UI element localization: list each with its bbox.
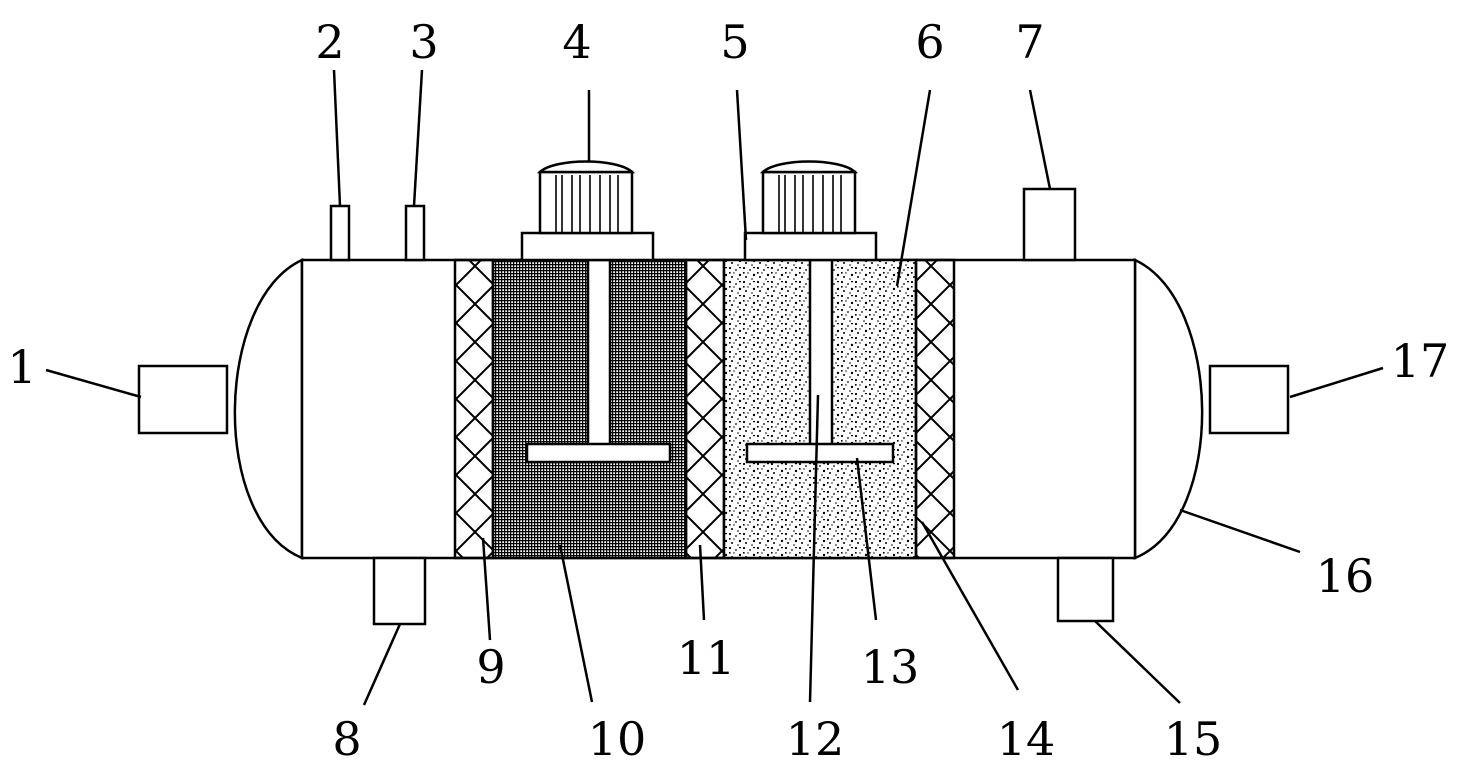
callout-6: 6 xyxy=(915,15,944,69)
callout-4: 4 xyxy=(562,15,591,69)
callout-1: 1 xyxy=(7,340,36,394)
callout-10: 10 xyxy=(588,712,647,766)
callout-2: 2 xyxy=(315,15,344,69)
top-nozzle-a xyxy=(329,204,351,262)
partition-plate-right xyxy=(914,258,956,560)
partition-plate-left xyxy=(453,258,495,560)
right-end-cap xyxy=(1133,258,1204,560)
leader-lines xyxy=(45,69,1384,706)
stirring-shaft xyxy=(808,258,834,464)
callout-7: 7 xyxy=(1015,15,1044,69)
callout-8: 8 xyxy=(332,712,361,766)
motor-right xyxy=(743,160,878,262)
callout-13: 13 xyxy=(861,640,920,694)
motor-left xyxy=(520,160,655,262)
callout-5: 5 xyxy=(720,15,749,69)
callout-12: 12 xyxy=(786,712,845,766)
bottom-drain-right xyxy=(1056,556,1115,623)
callout-labels: 1 2 3 4 5 6 7 8 9 10 11 12 13 14 15 16 1… xyxy=(7,15,1449,766)
left-end-cap xyxy=(233,258,304,560)
stirring-shaft-left xyxy=(586,258,612,464)
stirring-blade xyxy=(745,442,895,464)
callout-16: 16 xyxy=(1316,549,1375,603)
top-nozzle-b xyxy=(404,204,426,262)
callout-9: 9 xyxy=(476,640,505,694)
left-inlet-pipe xyxy=(137,364,229,435)
stirring-blade-left xyxy=(525,442,672,464)
bottom-drain-left xyxy=(372,556,427,626)
callout-3: 3 xyxy=(409,15,438,69)
right-outlet-pipe xyxy=(1208,364,1290,435)
callout-15: 15 xyxy=(1164,712,1223,766)
callout-14: 14 xyxy=(997,712,1056,766)
callout-17: 17 xyxy=(1391,334,1450,388)
callout-11: 11 xyxy=(677,631,736,685)
partition-plate-middle xyxy=(684,258,726,560)
top-outlet-pipe xyxy=(1022,187,1077,262)
